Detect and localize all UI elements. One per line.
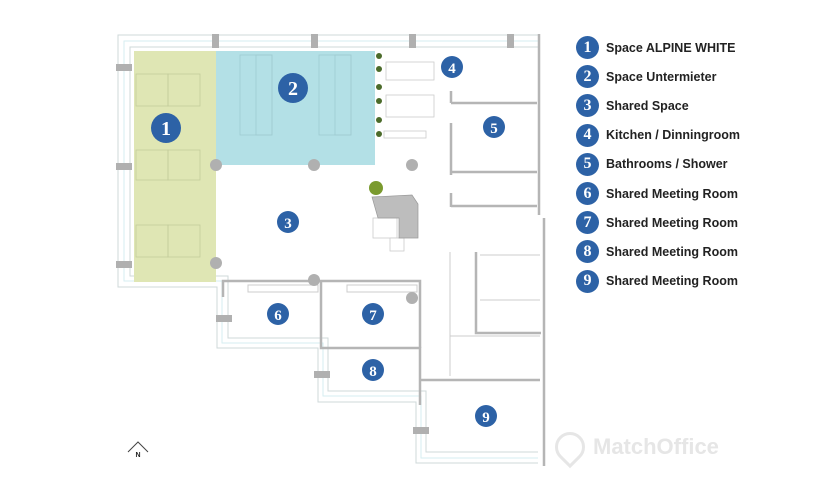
marker-3[interactable]: 3: [277, 211, 299, 233]
marker-2[interactable]: 2: [278, 73, 308, 103]
svg-text:3: 3: [284, 216, 292, 232]
plant-icon: [369, 181, 383, 195]
marker-1[interactable]: 1: [151, 113, 181, 143]
svg-text:1: 1: [161, 118, 171, 140]
marker-8[interactable]: 8: [362, 359, 384, 381]
svg-text:N: N: [135, 452, 140, 459]
marker-6[interactable]: 6: [267, 303, 289, 325]
watermark: MatchOffice: [548, 425, 719, 469]
marker-9[interactable]: 9: [475, 405, 497, 427]
svg-text:8: 8: [369, 364, 377, 380]
svg-text:7: 7: [369, 308, 377, 324]
svg-text:4: 4: [448, 61, 456, 77]
marker-5[interactable]: 5: [483, 116, 505, 138]
svg-text:6: 6: [274, 308, 282, 324]
zone-1: [134, 51, 216, 282]
marker-4[interactable]: 4: [441, 56, 463, 78]
zone-2: [216, 51, 375, 165]
svg-text:9: 9: [482, 410, 490, 426]
north-arrow-icon: N: [127, 441, 149, 459]
svg-text:5: 5: [490, 121, 498, 137]
svg-text:2: 2: [288, 78, 298, 100]
location-pin-icon: [548, 425, 592, 469]
marker-7[interactable]: 7: [362, 303, 384, 325]
